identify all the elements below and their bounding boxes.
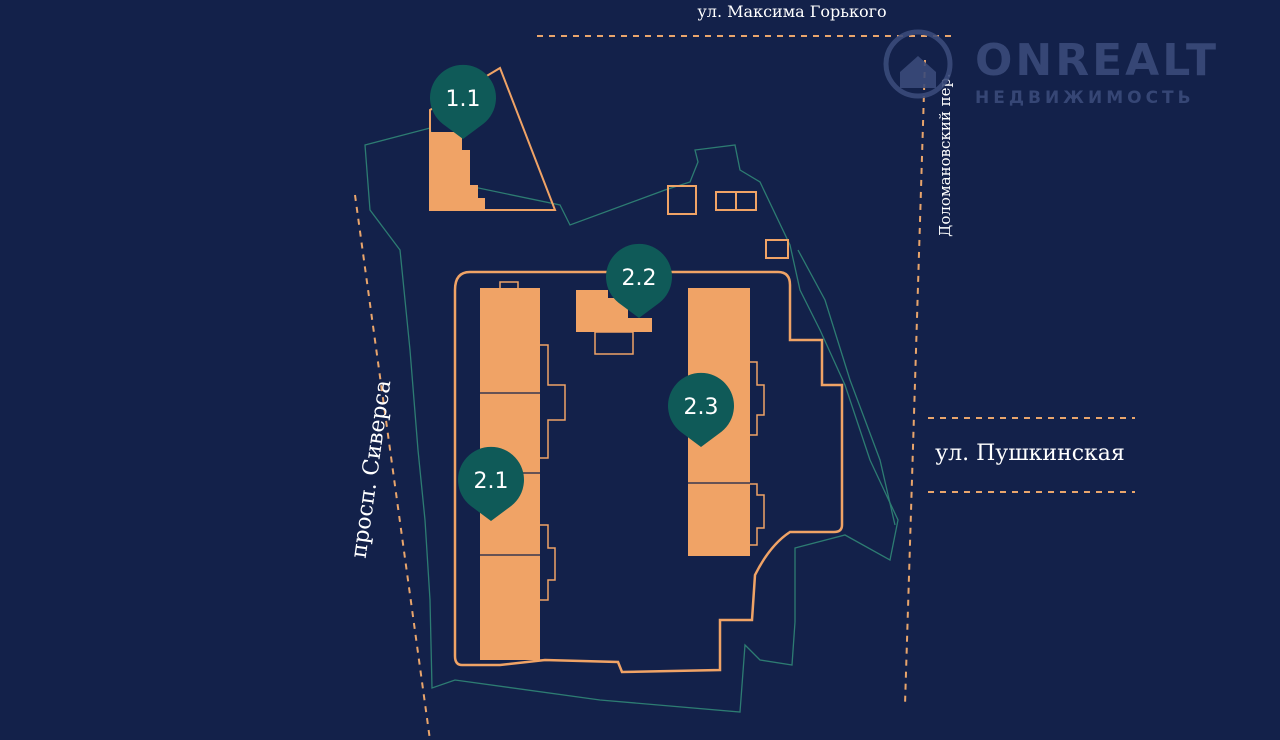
marker-2-2[interactable]: 2.2	[605, 243, 673, 318]
building-2-1-top-block	[499, 281, 519, 291]
logo-subtitle: НЕДВИЖИМОСТЬ	[975, 88, 1195, 108]
logo: ONREALT НЕДВИЖИМОСТЬ	[883, 29, 1219, 108]
building-2-1-bay-upper	[540, 344, 566, 459]
marker-2-3[interactable]: 2.3	[667, 372, 734, 447]
building-2-3-bay-upper	[750, 361, 765, 436]
street-lines	[354, 35, 1135, 740]
marker-2-1[interactable]: 2.1	[458, 446, 524, 521]
building-2-3-bay-lower	[750, 483, 765, 546]
marker-label: 1.1	[446, 87, 481, 112]
site-boundary	[364, 127, 899, 713]
street-label-right: ул. Пушкинская	[935, 441, 1125, 466]
building-1-1-body	[430, 132, 485, 210]
street-label-top: ул. Максима Горького	[697, 2, 886, 21]
logo-title: ONREALT	[975, 35, 1219, 86]
outbuilding-3	[765, 239, 789, 259]
street-label-right-vertical: Доломановский пер.	[936, 73, 954, 237]
marker-pin-icon	[667, 372, 734, 447]
building-2-2-body	[576, 290, 652, 332]
building-markers: 1.1 2.1 2.2 2.3	[430, 64, 734, 521]
building-2-1-bay-lower	[540, 524, 556, 601]
outbuilding-1	[667, 185, 697, 215]
street-line-left	[354, 194, 431, 740]
marker-label: 2.3	[684, 395, 719, 420]
marker-1-1[interactable]: 1.1	[430, 64, 497, 139]
marker-pin-icon	[458, 446, 524, 521]
marker-pin-icon	[605, 243, 673, 318]
site-boundary-inner	[797, 249, 896, 526]
marker-pin-icon	[430, 64, 497, 139]
building-2-2-annex	[594, 331, 634, 355]
marker-label: 2.2	[622, 266, 657, 291]
marker-label: 2.1	[474, 469, 509, 494]
outbuildings	[667, 185, 789, 259]
house-icon	[883, 29, 953, 99]
building-2-2	[576, 290, 652, 355]
podium-outline	[453, 270, 844, 674]
